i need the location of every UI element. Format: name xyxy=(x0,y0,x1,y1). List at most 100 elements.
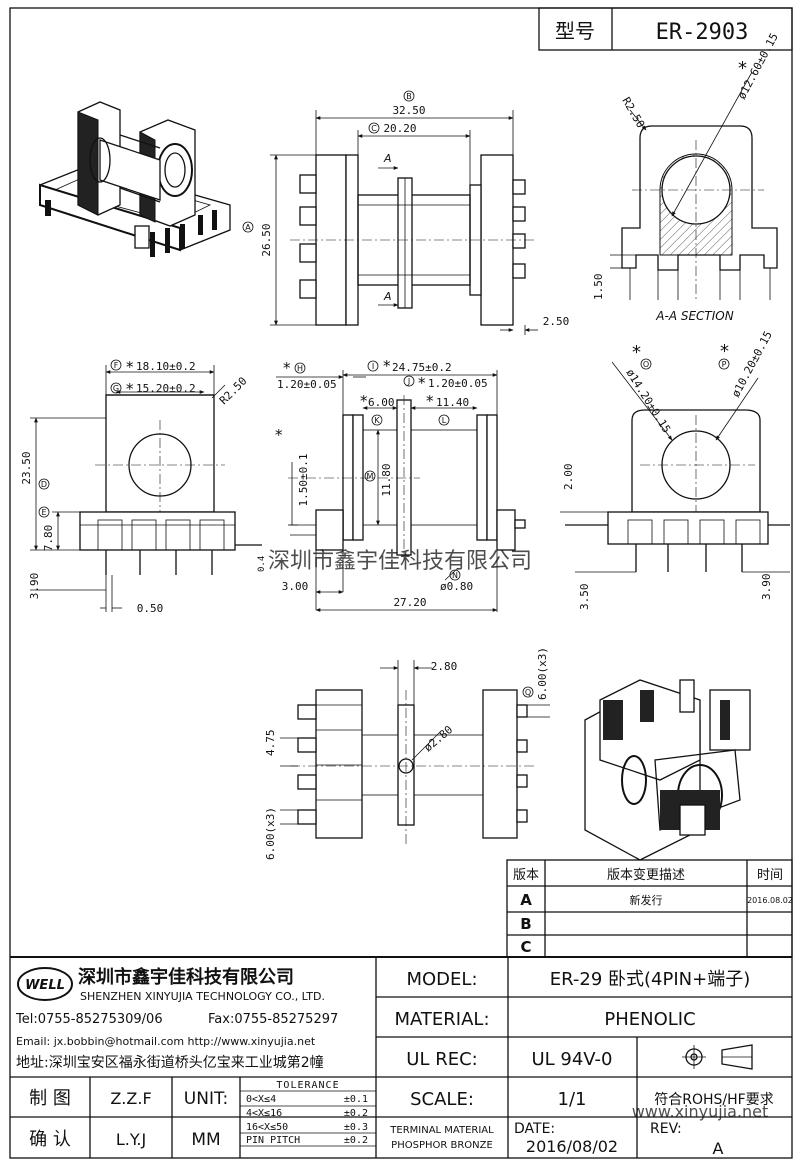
rear-view: ø14.20±0.15 O * ø10.20±0.15 P * 2.00 3.5… xyxy=(560,329,790,610)
tol-range-2: 4<X≤16 xyxy=(246,1108,282,1119)
svg-text:*: * xyxy=(283,359,291,377)
terminal-material-label: TERMINAL MATERIAL xyxy=(389,1125,494,1136)
company-fax: Fax:0755-85275297 xyxy=(208,1012,338,1027)
dim-n: ø0.80 xyxy=(440,580,473,593)
dim-side-04: 0.4 xyxy=(257,556,267,572)
projection-symbol-icon xyxy=(682,1044,753,1070)
draw-name: Z.Z.F xyxy=(110,1089,151,1108)
model-value: ER-29 卧式(4PIN+端子) xyxy=(550,969,750,990)
dim-bot-600: 6.00(x3) xyxy=(264,807,277,860)
section-radius: R2.50 xyxy=(619,95,647,130)
svg-text:A: A xyxy=(383,152,392,165)
dim-front-390: 3.90 xyxy=(28,573,41,600)
tol-value-2: ±0.2 xyxy=(344,1108,368,1119)
unit-value: MM xyxy=(191,1130,220,1150)
svg-text:I: I xyxy=(372,362,374,371)
company-tel: Tel:0755-85275309/06 xyxy=(15,1012,163,1027)
dim-front-050: 0.50 xyxy=(137,602,164,615)
tol-value-1: ±0.1 xyxy=(344,1094,368,1105)
model-label: MODEL: xyxy=(406,969,477,990)
svg-text:B: B xyxy=(406,92,412,101)
isometric-view-top xyxy=(39,101,231,257)
dim-rear-350: 3.50 xyxy=(578,584,591,611)
svg-text:N: N xyxy=(452,571,458,580)
svg-text:*: * xyxy=(418,374,426,392)
tolerance-title: TOLERANCE xyxy=(276,1080,339,1091)
section-label: A-A SECTION xyxy=(655,309,733,323)
rev-row-c-ver: C xyxy=(520,938,531,956)
dim-l: 11.40 xyxy=(436,396,469,409)
svg-text:G: G xyxy=(113,384,119,393)
dim-k: 6.00 xyxy=(368,396,395,409)
dim-h: 1.20±0.05 xyxy=(277,378,337,391)
svg-text:*: * xyxy=(126,380,134,398)
rev-row-b-ver: B xyxy=(520,915,531,933)
svg-text:K: K xyxy=(374,416,380,425)
rev-row-a-ver: A xyxy=(520,891,532,909)
ulrec-value: UL 94V-0 xyxy=(531,1049,612,1070)
scale-label: SCALE: xyxy=(410,1089,474,1110)
rohs-note: 符合ROHS/HF要求 xyxy=(654,1092,773,1108)
dim-rear-390: 3.90 xyxy=(760,574,773,601)
svg-text:*: * xyxy=(275,426,283,444)
dim-side-300: 3.00 xyxy=(282,580,309,593)
svg-text:*: * xyxy=(720,341,729,362)
dim-f: 18.10±0.2 xyxy=(136,360,196,373)
dim-b: 32.50 xyxy=(392,104,425,117)
dim-bot-280: 2.80 xyxy=(431,660,458,673)
svg-text:A: A xyxy=(245,223,251,232)
dim-bot-dia: ø2.80 xyxy=(422,723,456,754)
company-email: Email: jx.bobbin@hotmail.com http://www.… xyxy=(16,1035,316,1048)
dim-top-right: 2.50 xyxy=(543,315,570,328)
company-logo xyxy=(17,967,73,1001)
svg-text:H: H xyxy=(297,364,303,373)
svg-text:J: J xyxy=(407,377,410,386)
dim-rear-200: 2.00 xyxy=(562,464,575,491)
dim-a: 26.50 xyxy=(260,223,273,256)
rev-value: A xyxy=(713,1139,724,1158)
dim-d: 23.50 xyxy=(20,451,33,484)
rev-row-a-desc: 新发行 xyxy=(630,893,663,907)
company-address: 地址:深圳宝安区福永街道桥头亿宝来工业城第2幢 xyxy=(16,1054,324,1071)
tol-range-1: 0<X≤4 xyxy=(246,1094,276,1105)
watermark-url: www.xinyujia.net xyxy=(632,1102,769,1121)
material-label: MATERIAL: xyxy=(394,1009,489,1030)
section-view: ø12.60±0.15 * R2.50 1.50 A-A SECTION xyxy=(592,31,781,323)
dim-c: 20.20 xyxy=(383,122,416,135)
svg-text:D: D xyxy=(41,480,47,489)
svg-text:Q: Q xyxy=(525,688,531,697)
material-value: PHENOLIC xyxy=(604,1009,695,1030)
date-label: DATE: xyxy=(514,1121,555,1137)
dim-side-2720: 27.20 xyxy=(393,596,426,609)
isometric-view-bottom xyxy=(584,679,751,861)
dim-q: 6.00(x3) xyxy=(536,647,549,700)
tol-value-3: ±0.3 xyxy=(344,1122,368,1133)
dim-e: 7.80 xyxy=(42,525,55,552)
rev-header-time: 时间 xyxy=(757,868,783,883)
section-height: 1.50 xyxy=(592,274,605,301)
company-name-cn: 深圳市鑫宇佳科技有限公司 xyxy=(78,966,294,988)
dim-g: 15.20±0.2 xyxy=(136,382,196,395)
check-label: 确 认 xyxy=(29,1129,71,1150)
svg-text:*: * xyxy=(426,392,434,410)
dim-front-r: R2.50 xyxy=(217,375,250,408)
watermark: 深圳市鑫宇佳科技有限公司 xyxy=(268,549,532,574)
ulrec-label: UL REC: xyxy=(406,1049,477,1070)
svg-text:*: * xyxy=(632,342,641,363)
svg-text:A: A xyxy=(383,290,392,303)
tol-range-3: 16<X≤50 xyxy=(246,1122,288,1133)
model-no-value: ER-2903 xyxy=(656,20,749,45)
dim-bot-475: 4.75 xyxy=(264,730,277,757)
svg-text:*: * xyxy=(126,358,134,376)
tol-range-4: PIN PITCH xyxy=(246,1135,300,1146)
side-view: H * 1.20±0.05 I * 24.75±0.2 J * 1.20±0.0… xyxy=(257,357,526,612)
svg-text:P: P xyxy=(722,360,727,369)
rev-row-a-time: 2016.08.02 xyxy=(747,896,793,905)
dim-side-150: 1.50±0.1 xyxy=(297,454,310,507)
svg-text:O: O xyxy=(643,360,649,369)
terminal-material-value: PHOSPHOR BRONZE xyxy=(391,1140,493,1151)
scale-value: 1/1 xyxy=(558,1089,587,1110)
logo-text: WELL xyxy=(25,978,65,993)
front-view: F * 18.10±0.2 G * 15.20±0.2 R2.50 23.50 … xyxy=(20,358,262,615)
